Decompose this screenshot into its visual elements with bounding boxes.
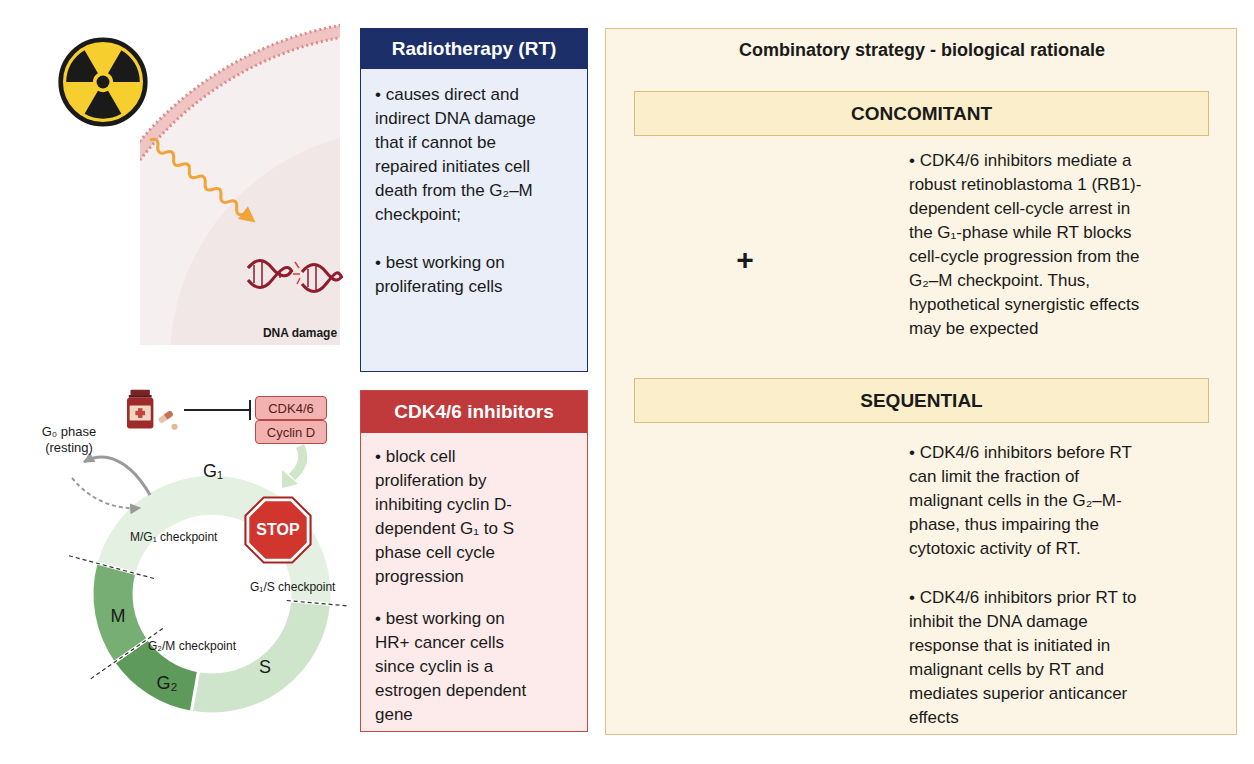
strategy-panel: Combinatory strategy - biological ration…	[605, 28, 1237, 735]
cyclin-arrow-head	[282, 470, 298, 488]
section-band: CONCOMITANT	[634, 91, 1209, 136]
stop-sign: STOP	[243, 495, 313, 565]
phase-label: G₂	[147, 672, 187, 694]
cytoplasm	[140, 26, 340, 345]
nucleus	[170, 130, 340, 345]
bullet-text: • best working on proliferating cells	[375, 251, 540, 299]
inhibition-line	[184, 400, 250, 420]
plus-sign: +	[725, 242, 765, 278]
phase-label: G₁	[193, 460, 233, 482]
g0-return-arrow	[72, 478, 140, 508]
drug-icon	[127, 390, 178, 430]
radiation-symbol	[61, 40, 146, 125]
protein-name: Cyclin D	[267, 425, 315, 440]
section-title: CONCOMITANT	[851, 103, 992, 125]
membrane-inner	[140, 32, 340, 345]
inhibitor-card: CDK4/6 inhibitors • block cell proliferat…	[360, 390, 588, 732]
section-band: SEQUENTIAL	[634, 378, 1209, 423]
section-title: SEQUENTIAL	[860, 390, 982, 412]
phase-label: G₀ phase (resting)	[34, 424, 104, 456]
cell-illustration	[140, 20, 340, 345]
phase-label: M	[100, 605, 136, 627]
rationale-text: • CDK4/6 inhibitors mediate a robust ret…	[909, 149, 1149, 341]
membrane-outer	[140, 20, 340, 345]
bullet-text: • causes direct and indirect DNA damage …	[375, 83, 540, 227]
checkpoint-label: M/G₁ checkpoint	[130, 530, 217, 544]
protein-box: Cyclin D	[255, 420, 327, 444]
s-segment	[191, 601, 331, 714]
checkpoint-label: G₁/S checkpoint	[250, 580, 335, 594]
radiotherapy-card: Radiotherapy (RT) • causes direct and ind…	[360, 28, 588, 372]
panel-title: Combinatory strategy - biological ration…	[606, 38, 1238, 62]
rationale-text: • CDK4/6 inhibitors prior RT to inhibit …	[909, 586, 1149, 730]
cell-cycle-ring	[92, 474, 332, 714]
bullet-text: • block cell proliferation by inhibiting…	[375, 445, 540, 589]
stop-word: STOP	[256, 521, 299, 539]
card-header: CDK4/6 inhibitors	[361, 391, 587, 433]
checkpoint-label: G₂/M checkpoint	[148, 639, 236, 653]
card-header: Radiotherapy (RT)	[361, 29, 587, 69]
rationale-text: • CDK4/6 inhibitors before RT can limit …	[909, 441, 1149, 561]
illustration-label: DNA damage	[250, 326, 350, 340]
membrane-band	[140, 26, 340, 345]
phase-label: S	[247, 656, 283, 678]
octagon-inner	[248, 500, 308, 560]
bullet-text: • best working on HR+ cancer cells since…	[375, 607, 540, 727]
checkpoint-lines	[67, 555, 346, 680]
protein-name: CDK4/6	[268, 401, 314, 416]
protein-box: CDK4/6	[255, 396, 327, 420]
dna-helix	[248, 261, 342, 292]
m-segment	[92, 563, 148, 663]
cyclin-arrow	[292, 446, 303, 477]
g0-exit-arrow	[84, 457, 150, 495]
octagon-fill	[244, 496, 311, 563]
radiation-wave	[145, 134, 260, 229]
